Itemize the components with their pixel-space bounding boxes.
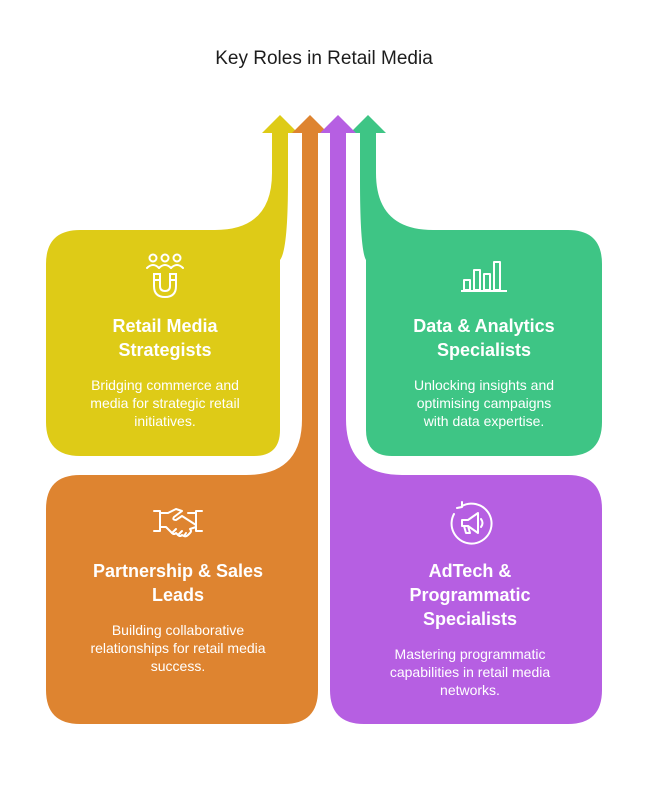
card-adtech-programmatic-specialists: AdTech & Programmatic Specialists Master… (338, 475, 602, 724)
card-description: initiatives. (134, 413, 196, 429)
card-heading: Data & Analytics (413, 316, 555, 336)
card-description: success. (150, 658, 206, 674)
card-heading: Leads (151, 585, 205, 605)
purple-card-shape (320, 115, 602, 724)
card-description: capabilities in retail media (389, 664, 551, 680)
card-heading: AdTech & (428, 561, 512, 581)
card-description: networks. (440, 682, 500, 698)
card-data-analytics-specialists: Data & Analytics Specialists Unlocking i… (366, 230, 602, 456)
card-heading: Strategists (118, 340, 212, 360)
card-heading: Specialists (436, 340, 532, 360)
card-partnership-sales-leads: Partnership & Sales Leads Building colla… (46, 475, 310, 724)
card-description: optimising campaigns (416, 395, 552, 411)
orange-card-shape (46, 115, 328, 724)
card-description: Building collaborative (111, 622, 245, 638)
card-heading: Specialists (422, 609, 518, 629)
green-card-shape (350, 115, 602, 456)
card-description: relationships for retail media (90, 640, 266, 656)
people-magnet-icon (146, 253, 184, 299)
handshake-icon (153, 508, 203, 538)
card-heading: Programmatic (409, 585, 531, 605)
card-description: Mastering programmatic (394, 646, 546, 662)
card-retail-media-strategists: Retail Media Strategists Bridging commer… (46, 230, 284, 456)
card-description: media for strategic retail (90, 395, 240, 411)
megaphone-cycle-icon (450, 501, 493, 545)
diagram-title: Key Roles in Retail Media (215, 48, 433, 69)
card-description: Unlocking insights and (413, 377, 555, 393)
card-heading: Retail Media (112, 316, 218, 336)
yellow-card-shape (46, 115, 298, 456)
card-description: with data expertise. (423, 413, 545, 429)
bar-chart-icon (461, 261, 507, 292)
card-heading: Partnership & Sales (92, 561, 264, 581)
card-description: Bridging commerce and (91, 377, 239, 393)
